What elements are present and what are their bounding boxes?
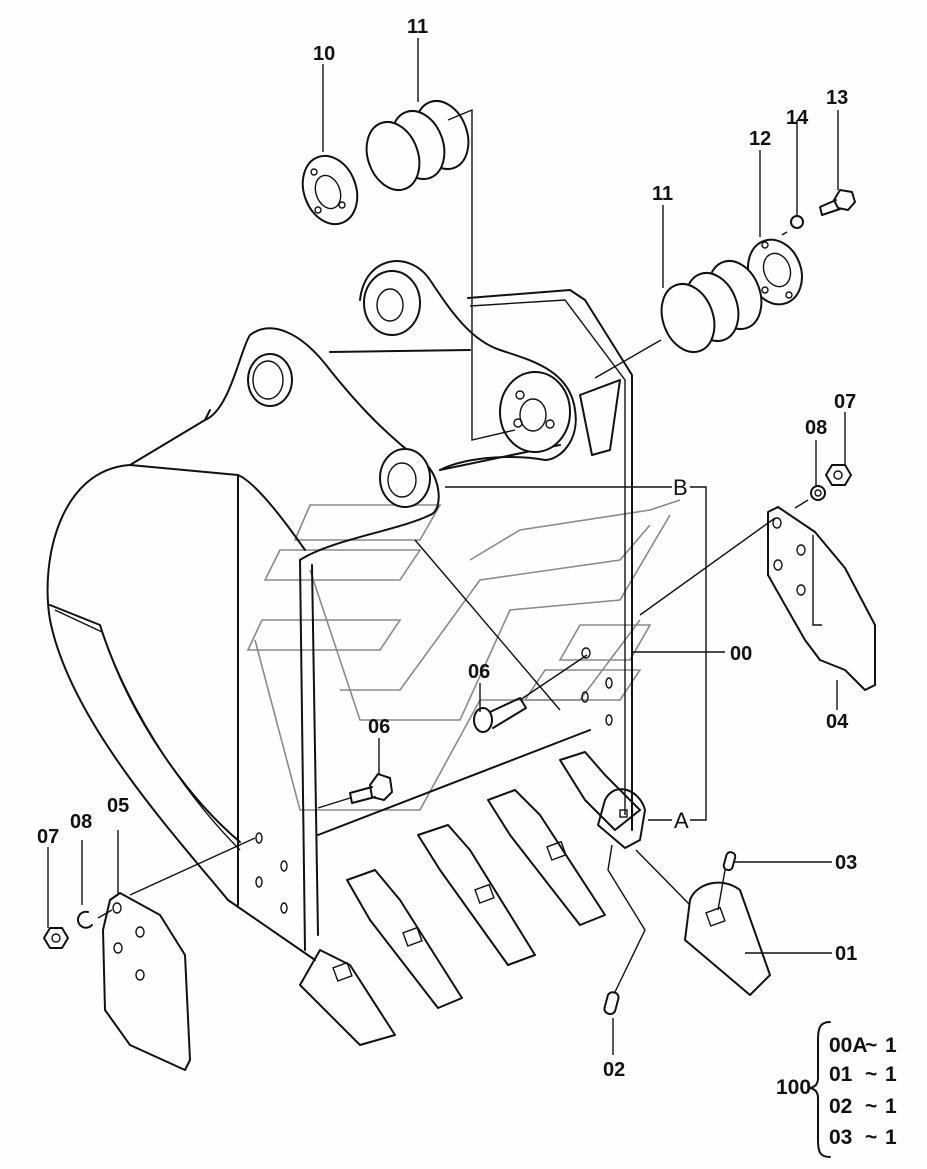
part-11-shims-right[interactable] — [653, 254, 771, 360]
label-13: 13 — [826, 87, 848, 109]
label-06-upper: 06 — [468, 661, 490, 683]
assembly-row: 00A ~ 1 — [829, 1034, 897, 1057]
pin-boss-bottom — [379, 448, 431, 508]
callout-a: A — [674, 808, 689, 833]
tooth-4[interactable] — [487, 789, 606, 926]
assembly-sep: ~ — [865, 1095, 877, 1118]
label-08-left: 08 — [70, 811, 92, 833]
label-08-right: 08 — [805, 417, 827, 439]
label-06-lower: 06 — [368, 716, 390, 738]
assembly-part: 00A — [829, 1034, 868, 1057]
pin-boss-top — [363, 270, 421, 336]
part-07-nut-right[interactable] — [825, 464, 852, 486]
tooth-5[interactable] — [559, 751, 641, 831]
label-11-right: 11 — [652, 183, 673, 205]
tooth-2[interactable] — [346, 869, 463, 1009]
adapter-a[interactable] — [597, 788, 646, 849]
label-00: 00 — [730, 643, 752, 665]
callout-letters: B A — [673, 475, 689, 833]
assembly-part: 01 — [829, 1063, 853, 1086]
part-08-washer-right[interactable] — [810, 485, 826, 501]
part-02-lock-pin[interactable] — [603, 991, 620, 1016]
part-01-tooth-point[interactable] — [684, 881, 771, 996]
assembly-part: 03 — [829, 1126, 852, 1149]
tooth-1[interactable] — [299, 949, 396, 1046]
assembly-row: 03 ~ 1 — [829, 1126, 897, 1149]
part-07-nut-left[interactable] — [43, 927, 69, 949]
label-10: 10 — [313, 43, 335, 65]
part-05-side-cutter-left[interactable] — [102, 892, 191, 1071]
label-07-left: 07 — [37, 826, 59, 848]
bucket-body[interactable] — [46, 289, 633, 961]
assembly-qty: 1 — [885, 1126, 897, 1149]
part-10-plate[interactable] — [294, 148, 367, 232]
assembly-table: 100 00A ~ 1 01 ~ 1 02 ~ 1 03 ~ 1 — [776, 1021, 897, 1158]
part-04-side-cutter-right[interactable] — [767, 506, 876, 691]
pin-boss-left — [247, 353, 293, 407]
part-13-bolt[interactable] — [819, 189, 856, 216]
assembly-part: 02 — [829, 1095, 852, 1118]
assembly-sep: ~ — [865, 1034, 877, 1057]
label-07-right: 07 — [834, 391, 856, 413]
assembly-sep: ~ — [865, 1126, 877, 1149]
part-06-bolt-lower[interactable] — [349, 773, 393, 804]
watermark-logo — [246, 499, 681, 811]
assembly-ref: 100 — [776, 1076, 811, 1099]
label-02: 02 — [603, 1059, 625, 1081]
callout-b: B — [673, 475, 688, 500]
part-11-shims-left[interactable] — [358, 94, 478, 198]
leader-lines — [47, 38, 846, 1055]
part-06-bolt-upper[interactable] — [473, 697, 527, 733]
label-12: 12 — [749, 128, 771, 150]
part-03-lock-rubber[interactable] — [722, 851, 737, 872]
pin-boss-right — [499, 371, 571, 453]
boss-bracket[interactable] — [204, 260, 621, 561]
part-labels: 10 11 11 12 14 13 08 07 00 04 06 06 07 0… — [37, 16, 857, 1081]
label-04: 04 — [826, 711, 849, 733]
label-11-top: 11 — [407, 16, 428, 38]
label-01: 01 — [835, 943, 857, 965]
part-08-washer-left[interactable] — [77, 910, 93, 929]
part-14-washer[interactable] — [790, 215, 804, 229]
assembly-sep: ~ — [865, 1063, 877, 1086]
label-03: 03 — [835, 852, 857, 874]
tooth-3[interactable] — [417, 824, 536, 966]
assembly-qty: 1 — [885, 1095, 897, 1118]
assembly-brace — [809, 1021, 831, 1158]
label-14: 14 — [786, 107, 809, 129]
assembly-row: 01 ~ 1 — [829, 1063, 897, 1086]
label-05: 05 — [107, 795, 129, 817]
teeth-row[interactable] — [299, 751, 646, 1046]
assembly-qty: 1 — [885, 1034, 897, 1057]
assembly-qty: 1 — [885, 1063, 897, 1086]
assembly-row: 02 ~ 1 — [829, 1095, 897, 1118]
